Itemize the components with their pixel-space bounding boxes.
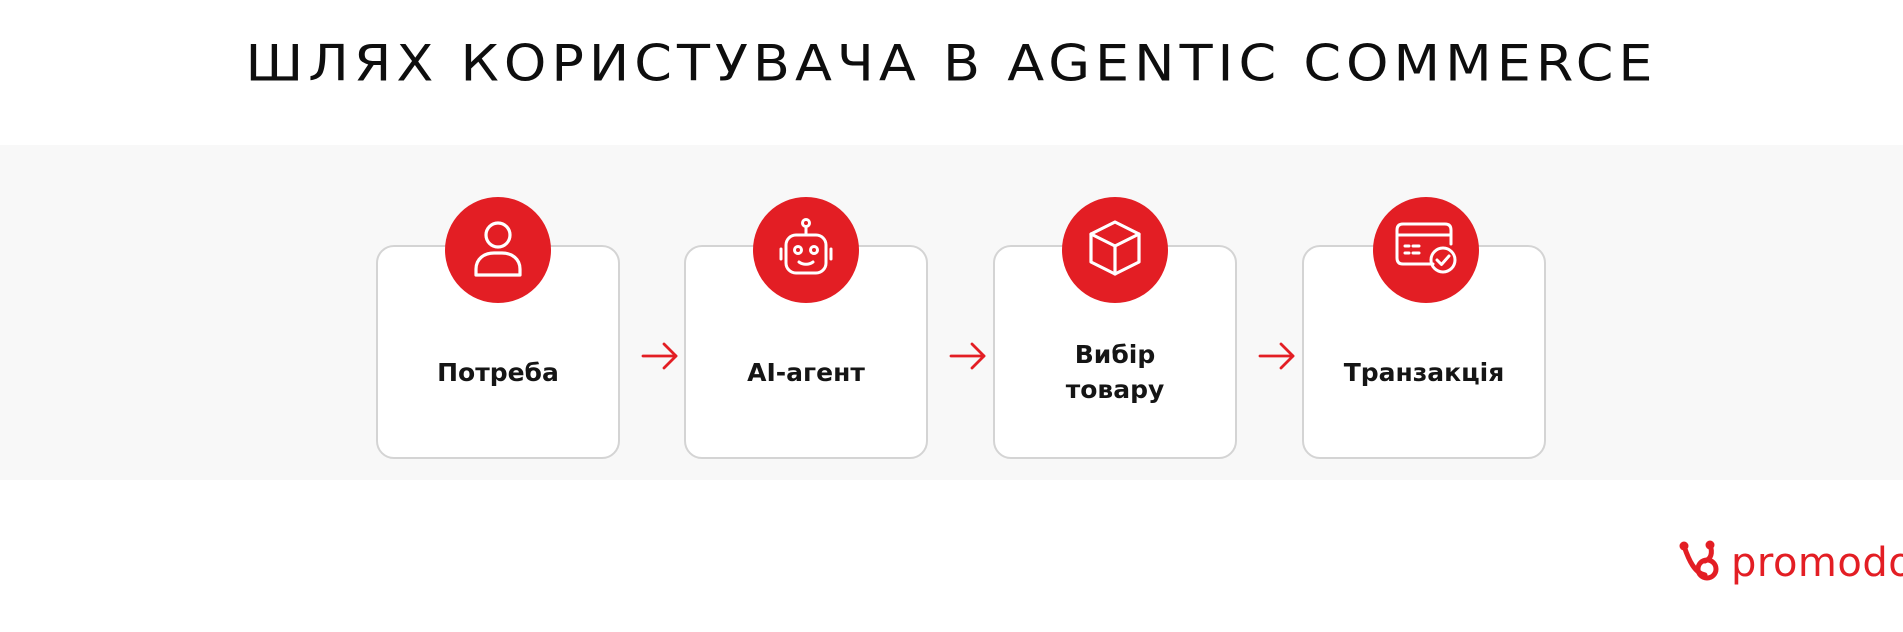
step-label-text: Потреба [437,357,559,387]
arrow-right-icon [640,342,680,376]
step-card-product-choice: Вибір товару [993,245,1237,459]
box-icon [1087,218,1143,283]
robot-icon [774,217,838,284]
step-icon-badge [1373,197,1479,303]
step-icon-badge [445,197,551,303]
promodo-brand: promodo [1677,538,1903,588]
flow-arrow [948,340,988,372]
step-label-transaction: Транзакція [1304,317,1544,427]
step-label-need: Потреба [378,317,618,427]
step-label-ai-agent: AI-агент [686,317,926,427]
promodo-logo-icon [1677,539,1723,588]
step-label-text: Транзакція [1343,357,1505,387]
brand-name: promodo [1731,540,1903,586]
step-icon-badge [753,197,859,303]
page-title: ШЛЯХ КОРИСТУВАЧА В AGENTIC COMMERCE [245,34,1658,93]
user-icon [470,218,526,283]
step-label-product-choice: Вибір товару [995,317,1235,427]
arrow-right-icon [948,342,988,376]
arrow-right-icon [1257,342,1297,376]
flow-arrow [1257,340,1297,372]
step-label-text: AI-агент [747,357,865,387]
flow-background [0,145,1903,480]
step-icon-badge [1062,197,1168,303]
payment-card-check-icon [1393,220,1459,281]
flow-arrow [640,340,680,372]
step-label-text: Вибір товару [1065,340,1165,404]
